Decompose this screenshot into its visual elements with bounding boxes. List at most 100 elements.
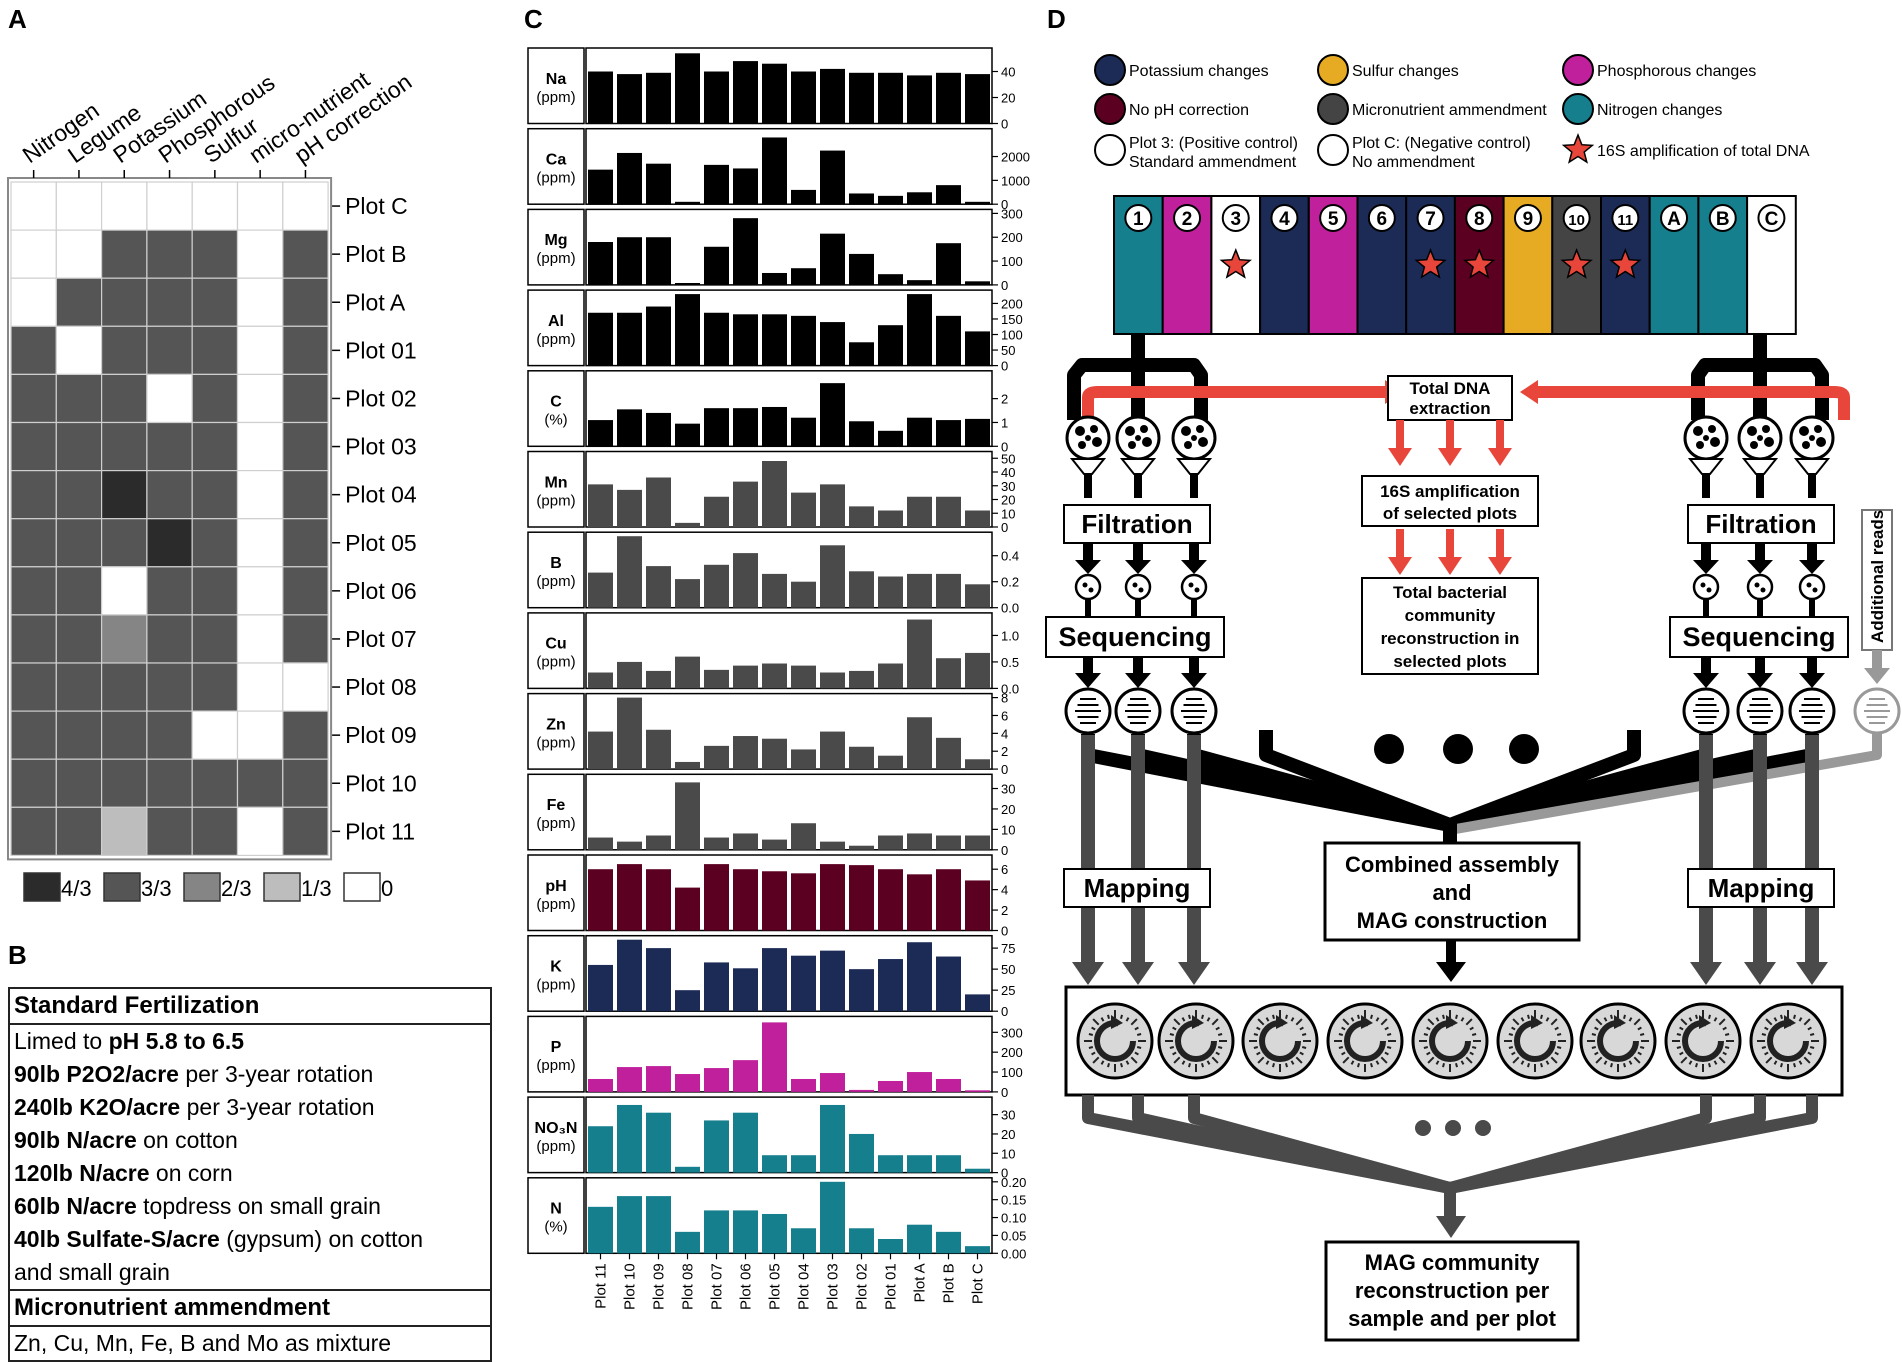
- filtration-label-right: Filtration: [1705, 509, 1816, 539]
- coverage-tick: [1718, 1018, 1726, 1026]
- y-tick-label: 30: [1001, 782, 1015, 797]
- bar: [936, 658, 961, 689]
- coverage-tick: [1338, 1046, 1344, 1049]
- coverage-tick: [1181, 1060, 1186, 1065]
- heatmap-cell: [146, 421, 193, 472]
- heatmap-cell: [236, 229, 284, 279]
- legend-color-circle: [1094, 54, 1126, 86]
- bar: [907, 1224, 932, 1254]
- y-tick-label: 2000: [1001, 150, 1030, 165]
- filtered-sample-icon: [1124, 573, 1152, 601]
- heatmap-cell: [236, 181, 284, 231]
- coverage-tick: [1125, 1017, 1130, 1022]
- legend-label: 2/3: [221, 876, 252, 901]
- heatmap-row-label: Plot 08: [345, 674, 417, 700]
- heatmap-cell: [282, 662, 329, 712]
- filtered-sample-icon: [1180, 573, 1208, 601]
- heatmap-cell: [282, 373, 329, 424]
- bar: [617, 697, 642, 770]
- mag-community-line2: reconstruction per: [1355, 1278, 1550, 1303]
- plot-number-circle: [1173, 204, 1202, 232]
- filter-funnel-icon: [1793, 458, 1831, 475]
- heatmap-cell: [10, 806, 57, 856]
- star-icon: [1414, 247, 1447, 279]
- bar: [936, 496, 961, 527]
- heatmap-row-label: Plot 01: [345, 337, 417, 363]
- microbe-dot: [1082, 582, 1088, 588]
- arrow-head: [1446, 1015, 1458, 1029]
- bar: [704, 312, 729, 366]
- bar: [965, 418, 990, 447]
- bar: [878, 1239, 903, 1254]
- y-tick-label: 0: [1001, 278, 1008, 293]
- star-icon: [1609, 247, 1642, 279]
- microbe-dot: [1764, 437, 1774, 447]
- coverage-tick: [1386, 1046, 1392, 1049]
- panel-label-box: [527, 208, 585, 286]
- panel-unit-label: (ppm): [536, 734, 575, 751]
- microbe-dot: [1125, 426, 1135, 436]
- bar: [965, 1090, 990, 1092]
- coverage-tick: [1764, 1051, 1769, 1056]
- bar: [588, 169, 613, 205]
- bar: [704, 837, 729, 850]
- y-tick-label: 0: [1001, 520, 1008, 535]
- x-tick-label: Plot 06: [738, 1263, 755, 1310]
- heatmap-cell: [236, 614, 284, 664]
- y-tick-label: 300: [1001, 1025, 1023, 1040]
- y-tick-label: 200: [1001, 296, 1023, 311]
- bar: [820, 68, 845, 124]
- microbe-dot: [1693, 426, 1703, 436]
- coverage-tick: [1136, 1046, 1142, 1049]
- connector-line: [1756, 474, 1764, 498]
- panel-variable-label: pH: [545, 878, 566, 895]
- plot-number-label: 5: [1328, 209, 1339, 230]
- microbe-dot: [1138, 587, 1144, 593]
- connector-line: [1701, 543, 1711, 561]
- coverage-tick: [1423, 1033, 1429, 1036]
- y-tick-label: 10: [1001, 506, 1015, 521]
- coverage-tick: [1100, 1060, 1105, 1065]
- panel-variable-label: B: [550, 555, 562, 572]
- bar: [617, 661, 642, 689]
- y-tick-label: 0: [1001, 843, 1008, 858]
- coverage-tick: [1550, 1018, 1558, 1026]
- bar: [675, 282, 700, 285]
- bar: [704, 71, 729, 124]
- heatmap-cell: [146, 181, 193, 231]
- bar: [733, 833, 758, 850]
- coverage-tick: [1217, 1033, 1223, 1036]
- microbe-dot: [1750, 441, 1758, 449]
- microbe-dot: [1760, 587, 1766, 593]
- connector-line: [1083, 543, 1093, 561]
- bar: [588, 1206, 613, 1254]
- y-tick-label: 0.15: [1001, 1193, 1026, 1208]
- heatmap-cell: [55, 470, 103, 520]
- heatmap-row-label: Plot 02: [345, 385, 417, 411]
- coverage-tick: [1603, 1017, 1608, 1022]
- combined-line3: MAG construction: [1357, 908, 1548, 933]
- bar: [675, 656, 700, 689]
- y-tick-label: 0.4: [1001, 549, 1019, 564]
- y-tick-label: 0: [1001, 1166, 1008, 1181]
- coverage-tick: [1556, 1046, 1562, 1049]
- bar: [762, 63, 787, 124]
- coverage-tick: [1508, 1046, 1514, 1049]
- bar: [617, 1104, 642, 1173]
- sequencing-box-right: [1669, 616, 1849, 658]
- y-tick-label: 1.0: [1001, 628, 1019, 643]
- bar: [907, 1155, 932, 1173]
- panel-variable-label: Ca: [546, 151, 567, 168]
- heatmap-cell: [236, 421, 284, 472]
- bar: [675, 990, 700, 1012]
- coverage-tick: [1341, 1051, 1346, 1056]
- bar: [762, 663, 787, 689]
- coverage-tick: [1442, 1062, 1445, 1068]
- bar: [878, 1080, 903, 1092]
- bar: [762, 137, 787, 205]
- heatmap-cell: [191, 470, 239, 520]
- bar: [907, 192, 932, 205]
- fert-line: 60lb N/acre topdress on small grain: [14, 1193, 381, 1219]
- microbe-dot: [1710, 437, 1720, 447]
